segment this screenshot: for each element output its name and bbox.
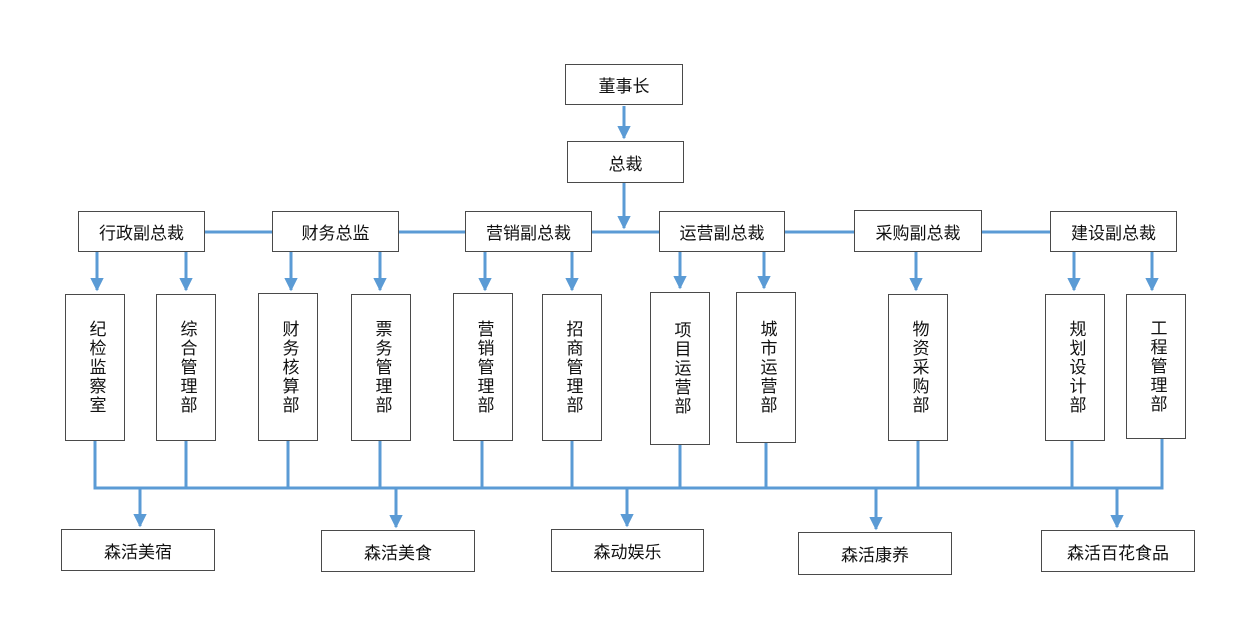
vp-procurement-box: 采购副总裁 (854, 210, 982, 252)
dept-accounting-box: 财务核算部 (258, 293, 318, 441)
vp-operations-box: 运营副总裁 (659, 211, 785, 252)
brand-box-1: 森活美宿 (61, 529, 215, 571)
dept-discipline-box: 纪检监察室 (65, 294, 125, 441)
brand-box-3: 森动娱乐 (551, 529, 704, 572)
dept-procurement-box: 物资采购部 (888, 294, 948, 441)
brand-box-2: 森活美食 (321, 530, 475, 572)
dept-project-ops-box: 项目运营部 (650, 292, 710, 445)
ceo-box: 总裁 (567, 141, 684, 183)
dept-engineering-box: 工程管理部 (1126, 294, 1186, 439)
dept-investment-box: 招商管理部 (542, 294, 602, 441)
vp-construction-box: 建设副总裁 (1050, 211, 1177, 252)
dept-ticketing-box: 票务管理部 (351, 294, 411, 441)
brand-box-5: 森活百花食品 (1041, 530, 1195, 572)
dept-city-ops-box: 城市运营部 (736, 292, 796, 443)
chairman-box: 董事长 (565, 64, 683, 105)
dept-marketing-box: 营销管理部 (453, 293, 513, 441)
dept-general-box: 综合管理部 (156, 294, 216, 441)
vp-admin-box: 行政副总裁 (78, 211, 205, 252)
vp-marketing-box: 营销副总裁 (465, 211, 592, 252)
brand-box-4: 森活康养 (798, 532, 952, 575)
vp-finance-box: 财务总监 (272, 211, 399, 252)
dept-planning-box: 规划设计部 (1045, 294, 1105, 441)
